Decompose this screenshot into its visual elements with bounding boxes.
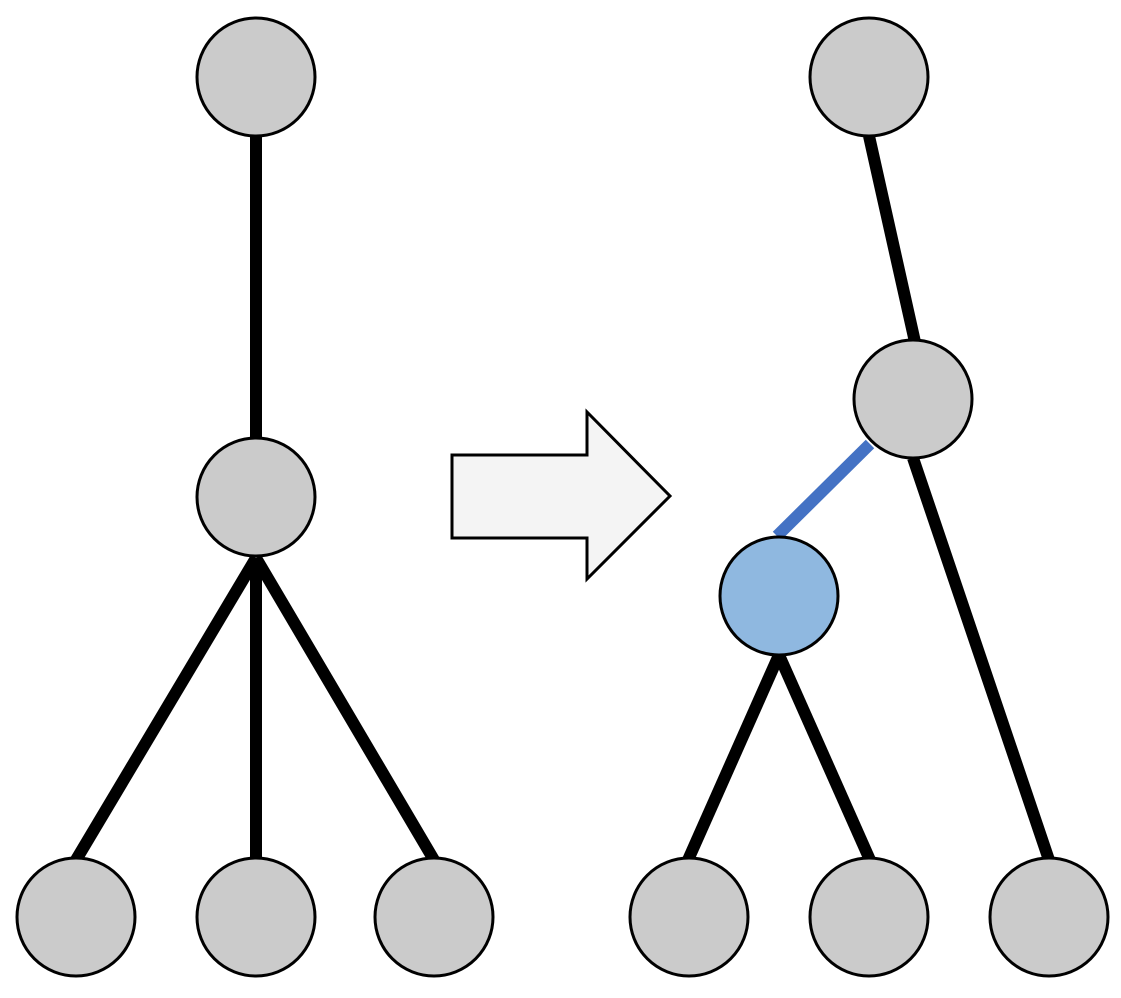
- right-tree-edges: [682, 134, 1055, 863]
- left-node-middle: [195, 436, 317, 558]
- right-node-leaf-1: [628, 856, 750, 978]
- right-tree-nodes: [628, 16, 1110, 978]
- right-edge-new-node-leaf-2: [773, 652, 876, 863]
- left-edge-middle-leaf-1: [70, 554, 262, 864]
- right-node-leaf-3: [988, 856, 1110, 978]
- right-edge-middle-leaf-3: [907, 456, 1055, 862]
- right-node-middle: [852, 338, 974, 460]
- left-node-root: [195, 16, 317, 138]
- left-node-leaf-1: [15, 856, 137, 978]
- right-arrow-icon: [450, 408, 673, 583]
- right-node-new-node: [718, 535, 840, 657]
- left-tree-edges: [70, 136, 440, 864]
- right-edge-root-middle: [863, 134, 921, 344]
- right-node-root: [808, 16, 930, 138]
- right-edge-middle-new-node-highlighted: [772, 439, 875, 541]
- left-tree-nodes: [15, 16, 495, 978]
- left-node-leaf-3: [373, 856, 495, 978]
- left-edge-middle-leaf-3: [250, 554, 440, 864]
- left-node-leaf-2: [195, 856, 317, 978]
- right-node-leaf-2: [808, 856, 930, 978]
- transform-arrow: [450, 408, 673, 583]
- right-edge-new-node-leaf-1: [682, 652, 785, 863]
